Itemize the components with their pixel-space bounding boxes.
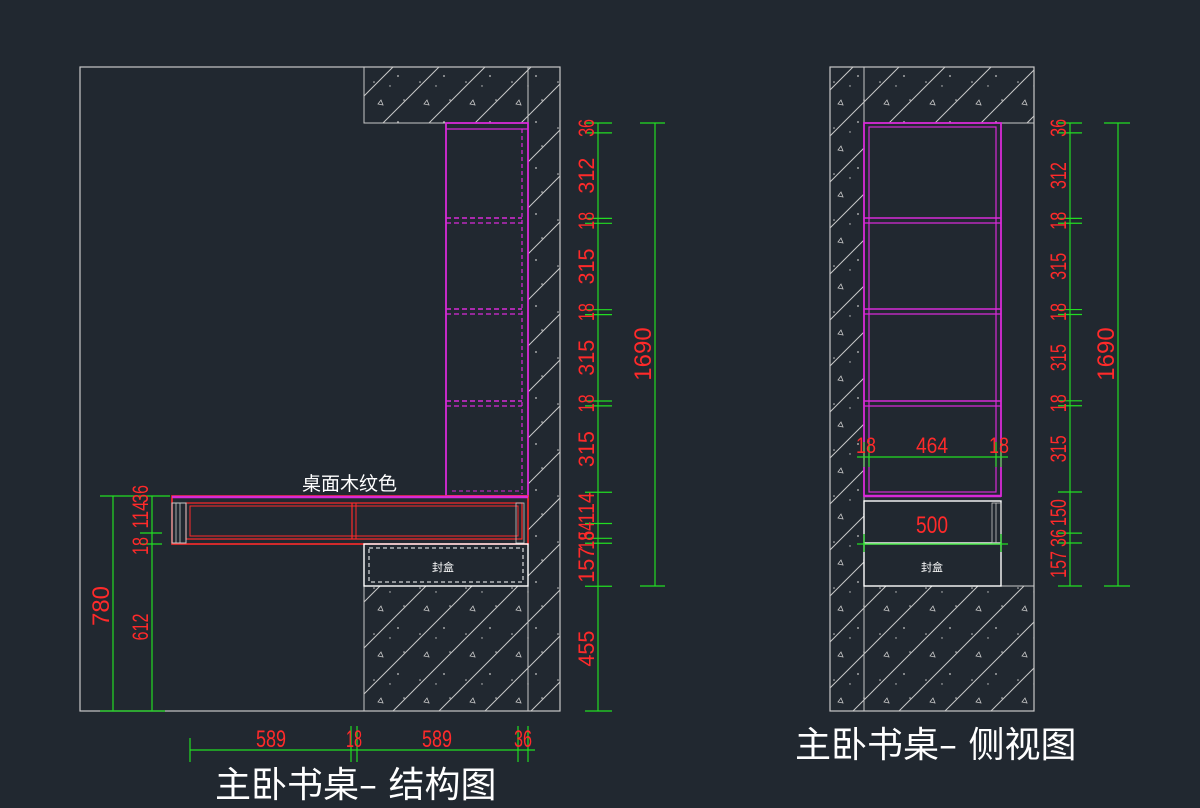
side-width-left: 18	[856, 433, 876, 458]
sealed-box-label: 封盒	[432, 560, 454, 574]
front-dim-label: 315	[574, 249, 599, 285]
front-left-dim-label: 18	[128, 537, 153, 555]
front-dim-label: 18	[574, 532, 599, 550]
front-dim-label: 18	[574, 303, 599, 321]
side-dim-label: 315	[1046, 344, 1071, 371]
front-dim-label: 315	[574, 431, 599, 467]
side-dim-label: 315	[1046, 253, 1071, 280]
side-desk	[863, 500, 1002, 544]
side-desk-depth: 500	[916, 512, 948, 539]
front-left-dimension-chain	[100, 495, 170, 712]
front-total-dim: 1690	[630, 327, 657, 380]
front-dim-label: 114	[574, 492, 599, 523]
front-view-title: 主卧书桌– 结构图	[215, 765, 496, 806]
front-view: 桌面木纹色 封盒 3631218315183151831511454181574…	[79, 66, 665, 806]
front-dim-label: 18	[574, 212, 599, 230]
shelf-cabinet	[445, 122, 529, 497]
side-left-wall	[829, 66, 865, 712]
front-bottom-dim-label: 18	[346, 726, 362, 753]
side-right-dim-labels: 36 312 18 315 18 315 18 315 150 36 157	[1046, 119, 1071, 578]
side-width-dimension-chain	[857, 442, 1008, 552]
side-width-middle: 464	[916, 433, 948, 458]
side-dim-label: 36	[1046, 529, 1071, 547]
side-dim-label: 18	[1046, 303, 1071, 321]
concrete-wall	[527, 66, 561, 712]
side-dim-label: 315	[1046, 435, 1071, 462]
side-dim-label: 18	[1046, 212, 1071, 230]
side-right-dimension-chain	[1058, 122, 1130, 587]
front-dim-label: 18	[574, 394, 599, 412]
front-left-dim-label: 36	[128, 485, 153, 503]
front-right-dimension-chain	[585, 122, 665, 712]
side-width-right: 18	[989, 433, 1009, 458]
side-ceiling	[863, 66, 1035, 124]
front-dim-label: 54	[574, 522, 599, 540]
desk-finish-label: 桌面木纹色	[302, 473, 397, 495]
front-bottom-dim-label: 589	[422, 726, 452, 753]
side-shelf	[863, 122, 1002, 498]
front-bottom-dimension-chain	[189, 726, 535, 762]
front-dim-label: 312	[574, 158, 599, 194]
concrete-base	[363, 585, 529, 712]
front-dim-label: 157	[574, 547, 599, 583]
desk	[171, 495, 529, 545]
front-left-dim-label: 114	[128, 502, 153, 529]
side-dim-label: 312	[1046, 162, 1071, 189]
side-dim-label: 36	[1046, 119, 1071, 137]
concrete-ceiling	[363, 66, 529, 124]
front-dim-label: 36	[574, 119, 599, 137]
front-bottom-dim-labels: 589 18 589 36	[256, 726, 532, 753]
side-view: 封盒 18 464 18 500 36 312 18 315 18 315 18 315 150…	[795, 66, 1130, 766]
side-dim-label: 157	[1046, 551, 1071, 578]
front-left-total-dim: 780	[88, 586, 115, 626]
front-bottom-dim-label: 36	[514, 726, 532, 753]
side-total-dim: 1690	[1093, 327, 1120, 380]
front-dim-label: 455	[574, 631, 599, 667]
side-dim-label: 150	[1046, 499, 1071, 526]
side-box-label: 封盒	[921, 560, 943, 574]
front-left-dim-label: 612	[128, 614, 153, 641]
side-view-title: 主卧书桌– 侧视图	[795, 725, 1076, 766]
sealed-box	[363, 543, 529, 587]
side-base	[863, 585, 1035, 712]
side-dim-label: 18	[1046, 394, 1071, 412]
front-dim-label: 315	[574, 340, 599, 376]
front-bottom-dim-label: 589	[256, 726, 286, 753]
